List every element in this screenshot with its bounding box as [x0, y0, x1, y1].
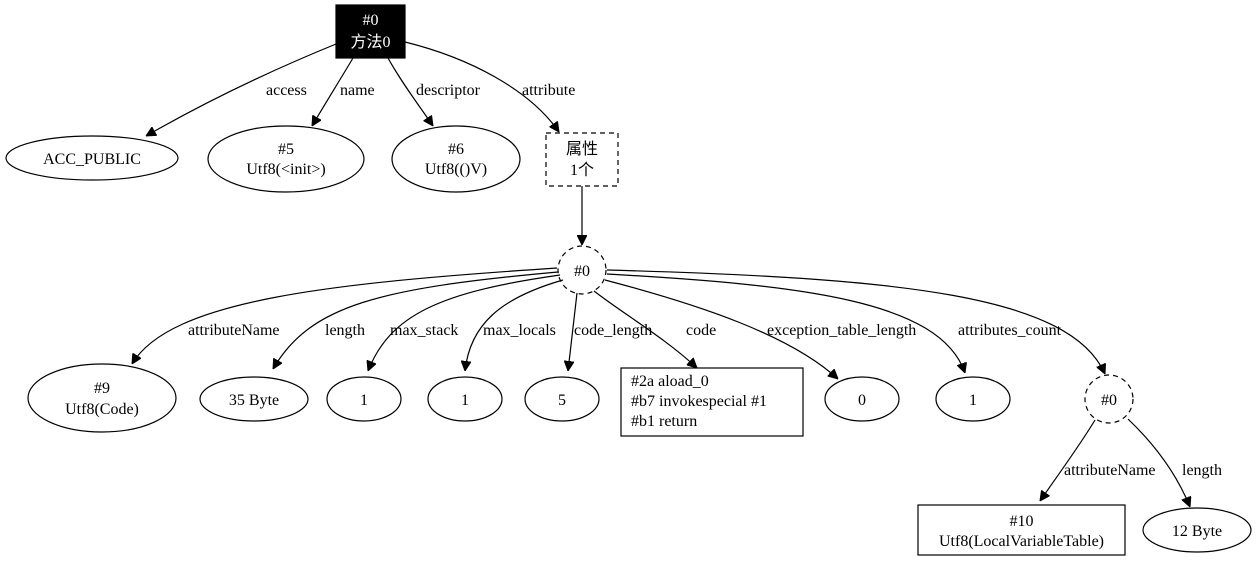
node-method-line-2: 方法0	[350, 33, 390, 51]
node-attr-name-line-1: #9	[94, 380, 110, 397]
edge-label-attributes_count: attributes_count	[958, 322, 1062, 339]
node-attr-0: #0	[557, 245, 607, 295]
node-lvt-name: #10 Utf8(LocalVariableTable)	[917, 504, 1126, 556]
node-descriptor-ref-line-1: #6	[448, 141, 464, 158]
node-acc-public-label: ACC_PUBLIC	[43, 151, 141, 168]
edge-attributeName	[132, 267, 558, 364]
node-max-locals: 1	[427, 376, 503, 422]
edge-max_stack	[368, 274, 561, 371]
edge-attributes_count	[606, 273, 965, 373]
edge-label-descriptor: descriptor	[416, 82, 481, 99]
edge-label-sub-attributeName: attributeName	[1064, 462, 1156, 479]
node-lvt-length: 12 Byte	[1142, 507, 1252, 553]
edge-label-max_locals: max_locals	[483, 322, 556, 339]
node-attributes-line-2: 1个	[570, 161, 594, 179]
node-descriptor-ref: #6 Utf8(()V)	[391, 125, 521, 193]
edge-label-access: access	[266, 82, 307, 99]
nodes: #0 方法0 ACC_PUBLIC #5 Utf8(<init>) #6 Utf…	[5, 4, 1252, 556]
node-code-length: 5	[524, 376, 600, 422]
node-descriptor-ref-line-2: Utf8(()V)	[425, 161, 487, 178]
node-acc-public: ACC_PUBLIC	[5, 135, 179, 181]
node-code-line-1: #2a aload_0	[631, 373, 709, 390]
edge-label-name: name	[340, 82, 375, 99]
node-length: 35 Byte	[199, 376, 309, 422]
edge-attribute	[404, 41, 559, 132]
node-max-locals-label: 1	[461, 392, 469, 409]
edge-label-exception_table_length: exception_table_length	[767, 322, 916, 339]
node-sub-attr-0-label: #0	[1101, 392, 1117, 409]
node-code-length-label: 5	[558, 392, 566, 409]
node-name-ref-line-2: Utf8(<init>)	[246, 161, 325, 178]
edge-code	[593, 290, 697, 368]
edge-name	[312, 57, 354, 126]
node-method-line-1: #0	[363, 12, 379, 29]
node-code-line-3: #b1 return	[631, 413, 697, 430]
edge-length	[273, 271, 559, 369]
edge-descriptor	[387, 57, 433, 126]
node-attributes-line-1: 属性	[566, 140, 598, 158]
node-lvt-name-line-1: #10	[1010, 513, 1034, 530]
edge-label-attributeName: attributeName	[188, 322, 280, 339]
edge-label-max_stack: max_stack	[390, 322, 458, 339]
node-name-ref: #5 Utf8(<init>)	[207, 125, 365, 193]
edge-label-code_length: code_length	[574, 322, 652, 339]
edge-sub-length	[1127, 418, 1190, 507]
node-max-stack-label: 1	[360, 392, 368, 409]
node-name-ref-line-1: #5	[278, 141, 294, 158]
edge-access	[146, 43, 337, 136]
node-attr-name-line-2: Utf8(Code)	[65, 401, 139, 418]
node-attributes-count: 1	[935, 376, 1011, 422]
edge-label-sub-length: length	[1182, 462, 1222, 479]
edge-exception_table_length	[604, 279, 838, 379]
edge-label-attribute: attribute	[522, 82, 575, 99]
edge-label-length: length	[325, 322, 365, 339]
node-sub-attr-0: #0	[1084, 374, 1134, 424]
node-lvt-name-line-2: Utf8(LocalVariableTable)	[939, 533, 1104, 550]
edges	[132, 41, 1190, 507]
edge-max_locals	[465, 279, 564, 371]
node-exception-length: 0	[824, 376, 900, 422]
edge-sub-attributeName	[1040, 419, 1096, 501]
node-lvt-length-label: 12 Byte	[1172, 523, 1222, 540]
node-max-stack: 1	[326, 376, 402, 422]
node-attributes: 属性 1个	[545, 132, 619, 187]
node-code: #2a aload_0 #b7 invokespecial #1 #b1 ret…	[620, 367, 804, 437]
node-attr-name: #9 Utf8(Code)	[27, 363, 177, 433]
node-attributes-count-label: 1	[969, 392, 977, 409]
node-exception-length-label: 0	[858, 392, 866, 409]
edge-labels: access name descriptor attribute attribu…	[188, 82, 1222, 479]
node-code-line-2: #b7 invokespecial #1	[631, 393, 767, 410]
edge-label-code: code	[686, 322, 716, 339]
edge-code_length	[568, 292, 578, 371]
node-method: #0 方法0	[335, 4, 406, 59]
node-length-label: 35 Byte	[229, 392, 279, 409]
node-attr-0-label: #0	[574, 263, 590, 280]
edge-sub-attribute	[606, 269, 1105, 374]
